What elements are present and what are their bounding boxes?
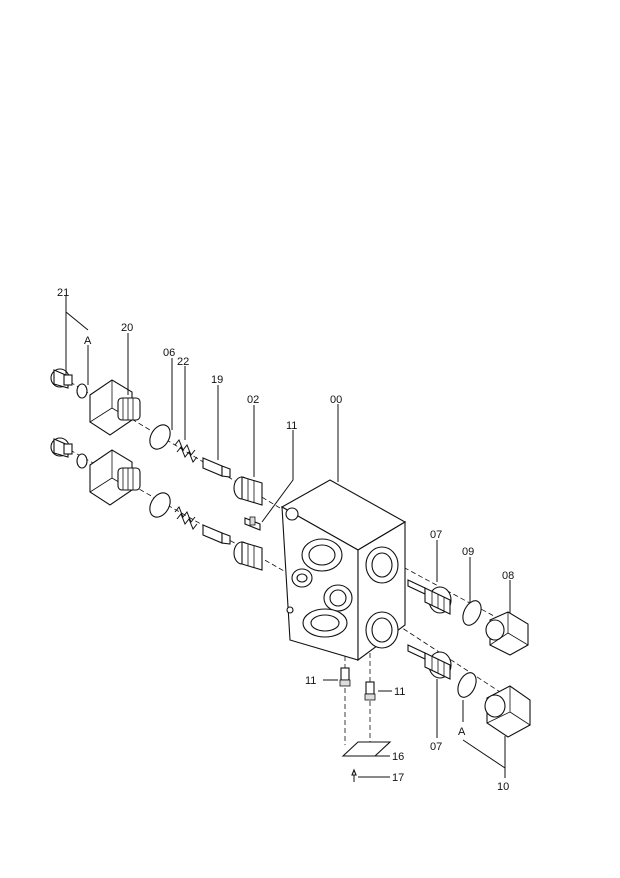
part-19-poppet-lower <box>202 524 231 545</box>
part-20-adapter-upper <box>89 379 141 436</box>
part-06-oring-lower <box>149 492 171 518</box>
callout-19: 19 <box>211 374 223 386</box>
callout-21: 21 <box>57 287 69 299</box>
part-16-plate <box>341 741 392 757</box>
part-07-spool-upper <box>407 579 452 615</box>
part-10-plug <box>484 685 531 738</box>
callout-17: 17 <box>392 772 404 784</box>
callout-20: 20 <box>121 322 133 334</box>
part-20-adapter-lower <box>89 449 141 506</box>
callout-16: 16 <box>392 751 404 763</box>
part-09-oring-upper <box>462 600 482 626</box>
part-11-nipple-top <box>244 516 261 531</box>
callout-10: 10 <box>497 781 509 793</box>
part-22-spring-lower <box>174 506 198 530</box>
part-21-plug-lower <box>50 437 73 458</box>
leader-11-top <box>261 430 294 523</box>
ring-lower-small <box>76 453 88 469</box>
part-17-pin-head <box>351 768 357 776</box>
part-02-sleeve-upper <box>233 476 263 506</box>
part-11-nipple-right <box>364 681 376 701</box>
part-22-spring-upper <box>174 439 198 463</box>
part-00-valve-body <box>280 479 407 662</box>
callout-A-bottom: A <box>458 726 466 738</box>
part-02-sleeve-lower <box>233 541 263 571</box>
right-lower-axis <box>389 619 521 706</box>
callout-22: 22 <box>177 356 189 368</box>
callout-11-left: 11 <box>305 675 316 687</box>
callout-11-top: 11 <box>286 420 297 432</box>
part-07-spool-lower <box>407 644 452 680</box>
part-09-oring-lower <box>457 672 477 698</box>
part-08-plug <box>485 611 529 656</box>
leader-10 <box>462 736 506 778</box>
callout-00: 00 <box>330 394 342 406</box>
callout-08: 08 <box>502 570 514 582</box>
callout-09: 09 <box>462 546 474 558</box>
part-06-oring-upper <box>149 424 171 450</box>
part-19-poppet-upper <box>202 457 231 478</box>
part-21-plug-upper <box>50 368 73 389</box>
callout-07-bottom: 07 <box>430 741 442 753</box>
callout-07-top: 07 <box>430 529 442 541</box>
ring-upper-small <box>76 383 88 399</box>
part-11-nipple-left <box>339 667 351 687</box>
callout-06: 06 <box>163 347 175 359</box>
callout-02: 02 <box>247 394 259 406</box>
callout-11-right: 11 <box>394 686 405 698</box>
callout-A-top: A <box>84 335 92 347</box>
leader-21 <box>65 296 89 375</box>
